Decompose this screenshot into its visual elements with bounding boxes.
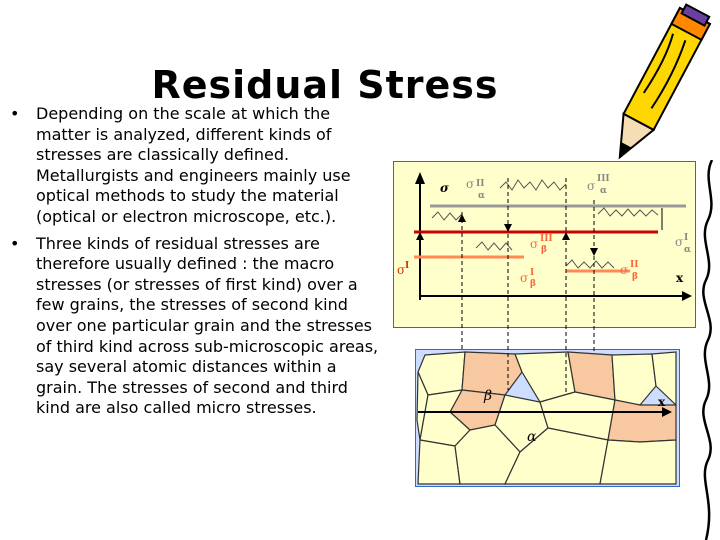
bullet-text: Three kinds of residual stresses are the… (36, 233, 379, 418)
bullet-symbol: • (10, 104, 20, 123)
bullet-symbol: • (10, 233, 20, 253)
pencil-icon (618, 3, 712, 160)
stress-levels-panel (393, 161, 696, 328)
decorative-wave (702, 160, 714, 540)
bullet-item: • Three kinds of residual stresses are t… (10, 234, 382, 419)
slide-title: Residual Stress (151, 63, 499, 108)
bullet-list: • Depending on the scale at which the ma… (10, 104, 382, 425)
bullet-text: Depending on the scale at which the matt… (36, 104, 351, 226)
grain-microstructure-panel (415, 349, 680, 487)
bullet-item: • Depending on the scale at which the ma… (10, 104, 382, 228)
